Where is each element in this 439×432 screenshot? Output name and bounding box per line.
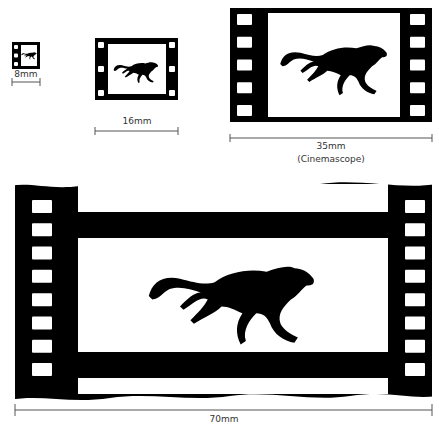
sprocket-hole — [237, 60, 252, 71]
sprocket-hole — [32, 293, 52, 306]
film-strip-70mm — [15, 178, 432, 400]
sprocket-hole — [32, 223, 52, 236]
film-strip-8mm — [12, 42, 40, 69]
sprocket-hole — [98, 42, 104, 48]
cheetah-silhouette — [114, 62, 158, 83]
film-frame — [21, 45, 37, 66]
sprocket-hole — [405, 270, 425, 283]
sprocket-hole — [98, 90, 104, 96]
sprocket-hole — [32, 340, 52, 353]
sprocket-hole — [410, 105, 425, 116]
sprocket-hole — [32, 316, 52, 329]
sprocket-hole — [410, 14, 425, 25]
film-frame — [268, 13, 400, 117]
cheetah-silhouette — [21, 52, 36, 59]
sprocket-hole — [405, 316, 425, 329]
dimension-label: 70mm — [209, 415, 240, 425]
sprocket-hole — [14, 54, 18, 58]
cheetah-silhouette — [149, 267, 314, 345]
sprocket-hole — [405, 363, 425, 376]
sprocket-hole — [237, 37, 252, 48]
sprocket-hole — [410, 82, 425, 93]
sprocket-hole — [14, 45, 18, 49]
sprocket-hole — [32, 363, 52, 376]
dimension-lines — [12, 78, 432, 416]
dimension-label: 35mm — [316, 142, 347, 152]
sprocket-hole — [410, 60, 425, 71]
torn-edge — [10, 170, 437, 188]
cheetah-silhouette — [280, 45, 387, 95]
torn-edge — [10, 394, 437, 404]
sprocket-hole — [98, 66, 104, 72]
sprocket-hole — [237, 105, 252, 116]
sprocket-hole — [405, 247, 425, 260]
dimension-label: (Cinemascope) — [296, 155, 366, 165]
sprocket-hole — [237, 14, 252, 25]
sprocket-hole — [237, 82, 252, 93]
sprocket-hole — [410, 37, 425, 48]
frame-bar — [78, 212, 388, 238]
sprocket-hole — [405, 293, 425, 306]
sprocket-hole — [405, 223, 425, 236]
frame-bar — [78, 352, 388, 378]
sprocket-hole — [405, 340, 425, 353]
sprocket-hole — [32, 270, 52, 283]
film-frame — [108, 44, 166, 94]
dimension-label: 16mm — [122, 117, 153, 127]
film-strip-35mm — [230, 8, 432, 122]
sprocket-hole — [32, 200, 52, 213]
film-gap — [78, 184, 388, 394]
dimension-label: 8mm — [13, 70, 38, 80]
sprocket-hole — [32, 247, 52, 260]
sprocket-hole — [169, 90, 175, 96]
film-strip-16mm — [95, 38, 178, 100]
sprocket-hole — [14, 62, 18, 66]
sprocket-hole — [169, 42, 175, 48]
sprocket-hole — [405, 200, 425, 213]
sprocket-hole — [169, 66, 175, 72]
